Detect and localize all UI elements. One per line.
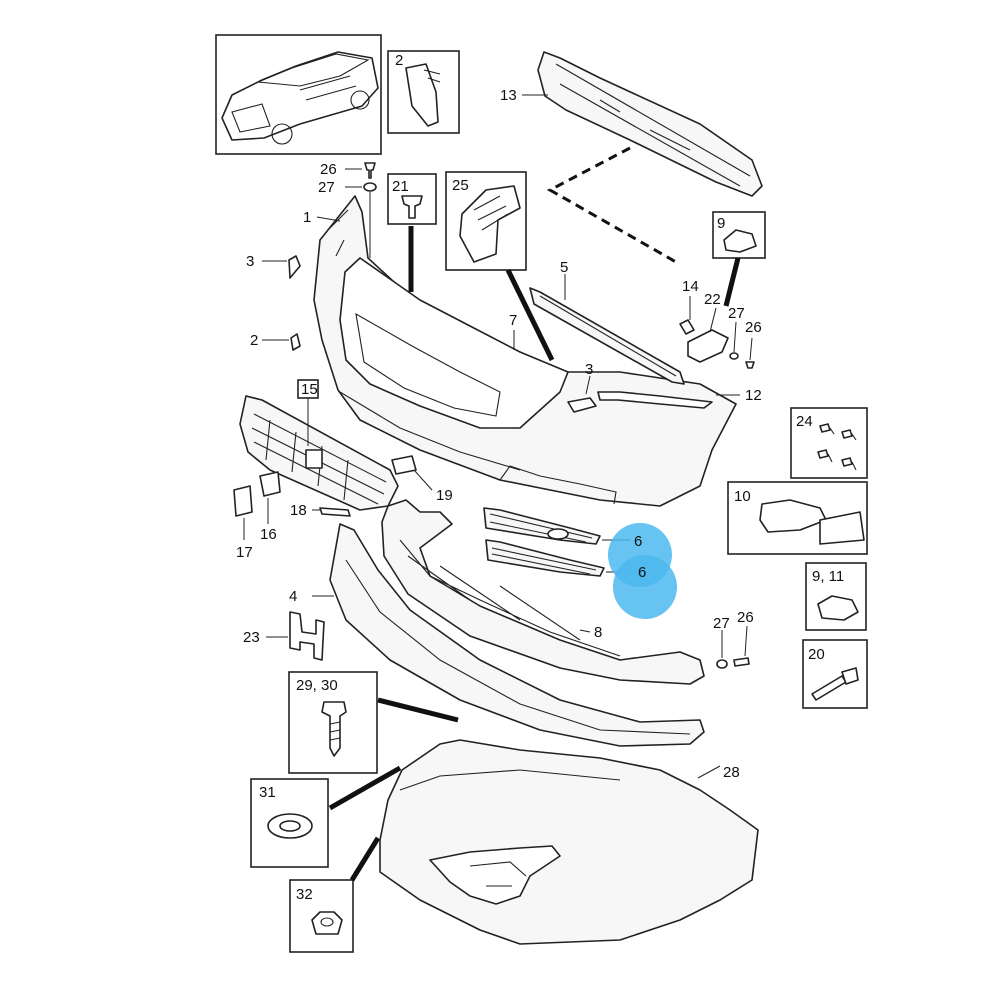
callout-13: 13 xyxy=(500,87,517,104)
callout-3-center: 3 xyxy=(585,361,593,378)
callout-16: 16 xyxy=(260,526,277,543)
arrow-25 xyxy=(505,268,555,362)
callout-31: 31 xyxy=(259,784,276,801)
callout-10: 10 xyxy=(734,488,751,505)
part-15-grille: 15 xyxy=(239,379,399,511)
callout-2-left: 2 xyxy=(250,332,258,349)
bracket-14-22: 14 22 27 26 xyxy=(679,278,762,369)
part-19: 19 xyxy=(391,455,453,504)
part-32-box: 32 xyxy=(289,879,354,953)
fastener-26-27-lower: 27 26 xyxy=(713,609,754,669)
callout-24: 24 xyxy=(796,413,813,430)
part-13-absorber: 13 xyxy=(500,51,763,197)
part-18: 18 xyxy=(290,502,351,519)
callout-2-top: 2 xyxy=(395,52,403,69)
arrow-32 xyxy=(349,836,381,882)
arrow-9 xyxy=(723,257,741,307)
part-12-strip: 12 xyxy=(597,387,762,409)
part-9-11-box: 9, 11 xyxy=(805,562,867,631)
callout-3-left: 3 xyxy=(246,253,254,270)
part-28-splash-shield: 28 xyxy=(379,739,759,945)
callout-21: 21 xyxy=(392,178,409,195)
callout-9-11: 9, 11 xyxy=(812,568,844,585)
part-1-bumper-cover: 1 7 xyxy=(303,195,737,507)
callout-7: 7 xyxy=(509,312,517,329)
callout-4: 4 xyxy=(289,588,297,605)
part-3-center: 3 xyxy=(567,361,597,413)
car-thumbnail xyxy=(215,34,382,155)
part-16-17-bracket: 16 17 xyxy=(233,471,281,561)
part-9-box: 9 xyxy=(712,211,766,259)
callout-8: 8 xyxy=(594,624,602,641)
part-4-spoiler: 4 xyxy=(289,523,705,747)
part-2-cover-left: 2 xyxy=(250,332,301,351)
callout-23: 23 xyxy=(243,629,260,646)
fastener-26-27-top: 26 27 xyxy=(318,161,377,258)
callout-6-lower: 6 xyxy=(638,564,646,581)
part-21-box: 21 xyxy=(387,173,437,225)
callout-27-lower: 27 xyxy=(713,615,730,632)
part-24-box: 24 xyxy=(790,407,868,479)
part-20-box: 20 xyxy=(802,639,868,709)
callout-26-lower: 26 xyxy=(737,609,754,626)
callout-29-30: 29, 30 xyxy=(296,677,338,694)
dashed-link xyxy=(546,146,677,264)
callout-26-right: 26 xyxy=(745,319,762,336)
callout-32: 32 xyxy=(296,886,313,903)
callout-25: 25 xyxy=(452,177,469,194)
part-3-cover-left: 3 xyxy=(246,253,301,279)
callout-12: 12 xyxy=(745,387,762,404)
callout-17: 17 xyxy=(236,544,253,561)
part-10-box: 10 xyxy=(727,481,868,555)
arrow-31 xyxy=(328,765,402,811)
callout-9: 9 xyxy=(717,215,725,232)
part-5-grille-strip: 5 xyxy=(529,259,685,385)
part-31-box: 31 xyxy=(250,778,329,868)
part-2-box: 2 xyxy=(387,50,460,134)
callout-19: 19 xyxy=(436,487,453,504)
callout-5: 5 xyxy=(560,259,568,276)
callout-27-right: 27 xyxy=(728,305,745,322)
callout-26-top: 26 xyxy=(320,161,337,178)
callout-15: 15 xyxy=(301,381,318,398)
callout-1: 1 xyxy=(303,209,311,226)
callout-22: 22 xyxy=(704,291,721,308)
callout-27-top: 27 xyxy=(318,179,335,196)
part-23-bracket: 23 xyxy=(243,611,325,661)
callout-20: 20 xyxy=(808,646,825,663)
callout-14: 14 xyxy=(682,278,699,295)
part-25-box: 25 xyxy=(445,171,527,271)
part-6-fog-grilles: 6 6 xyxy=(483,507,677,619)
callout-6-upper: 6 xyxy=(634,533,642,550)
callout-28: 28 xyxy=(723,764,740,781)
highlight-circle-lower xyxy=(613,555,677,619)
part-8-lower-grille: 8 xyxy=(381,499,705,685)
part-29-30-box: 29, 30 xyxy=(288,671,378,774)
callout-18: 18 xyxy=(290,502,307,519)
arrow-29-30 xyxy=(377,697,459,723)
